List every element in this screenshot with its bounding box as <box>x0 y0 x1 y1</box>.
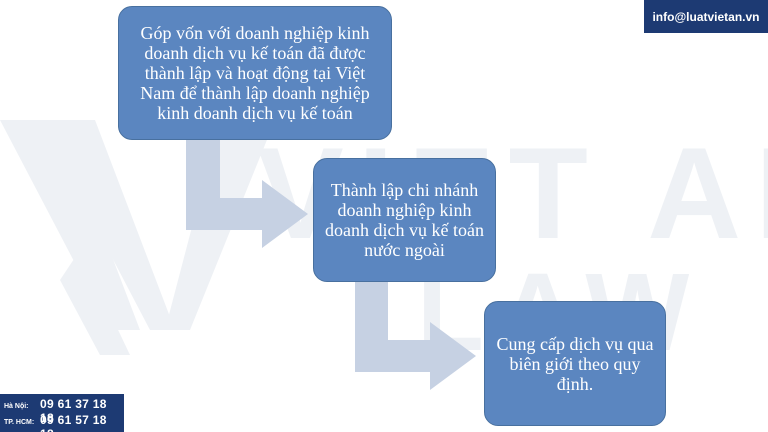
phone-row-hcm: TP. HCM: 09 61 57 18 18 <box>4 413 120 432</box>
phone-label-hanoi: Hà Nội: <box>4 403 29 410</box>
phone-contact-box: Hà Nội: 09 61 37 18 18 TP. HCM: 09 61 57… <box>0 394 124 432</box>
arrow-step2-to-step3 <box>355 282 476 390</box>
step-2-text: Thành lập chi nhánh doanh nghiệp kinh do… <box>325 180 484 260</box>
phone-number-hanoi[interactable]: 09 61 37 18 18 <box>40 397 107 425</box>
phone-label-hcm: TP. HCM: <box>4 419 35 426</box>
step-3-box: Cung cấp dịch vụ qua biên giới theo quy … <box>484 301 666 426</box>
phone-row-hanoi: Hà Nội: 09 61 37 18 18 <box>4 397 120 425</box>
arrow-step1-to-step2 <box>186 140 308 248</box>
email-badge[interactable]: info@luatvietan.vn <box>644 0 768 33</box>
step-2-box: Thành lập chi nhánh doanh nghiệp kinh do… <box>313 158 496 282</box>
phone-number-hcm[interactable]: 09 61 57 18 18 <box>40 413 107 432</box>
step-1-text: Góp vốn với doanh nghiệp kinh doanh dịch… <box>140 23 370 123</box>
step-1-box: Góp vốn với doanh nghiệp kinh doanh dịch… <box>118 6 392 140</box>
email-text[interactable]: info@luatvietan.vn <box>652 9 760 24</box>
step-3-text: Cung cấp dịch vụ qua biên giới theo quy … <box>496 333 654 394</box>
